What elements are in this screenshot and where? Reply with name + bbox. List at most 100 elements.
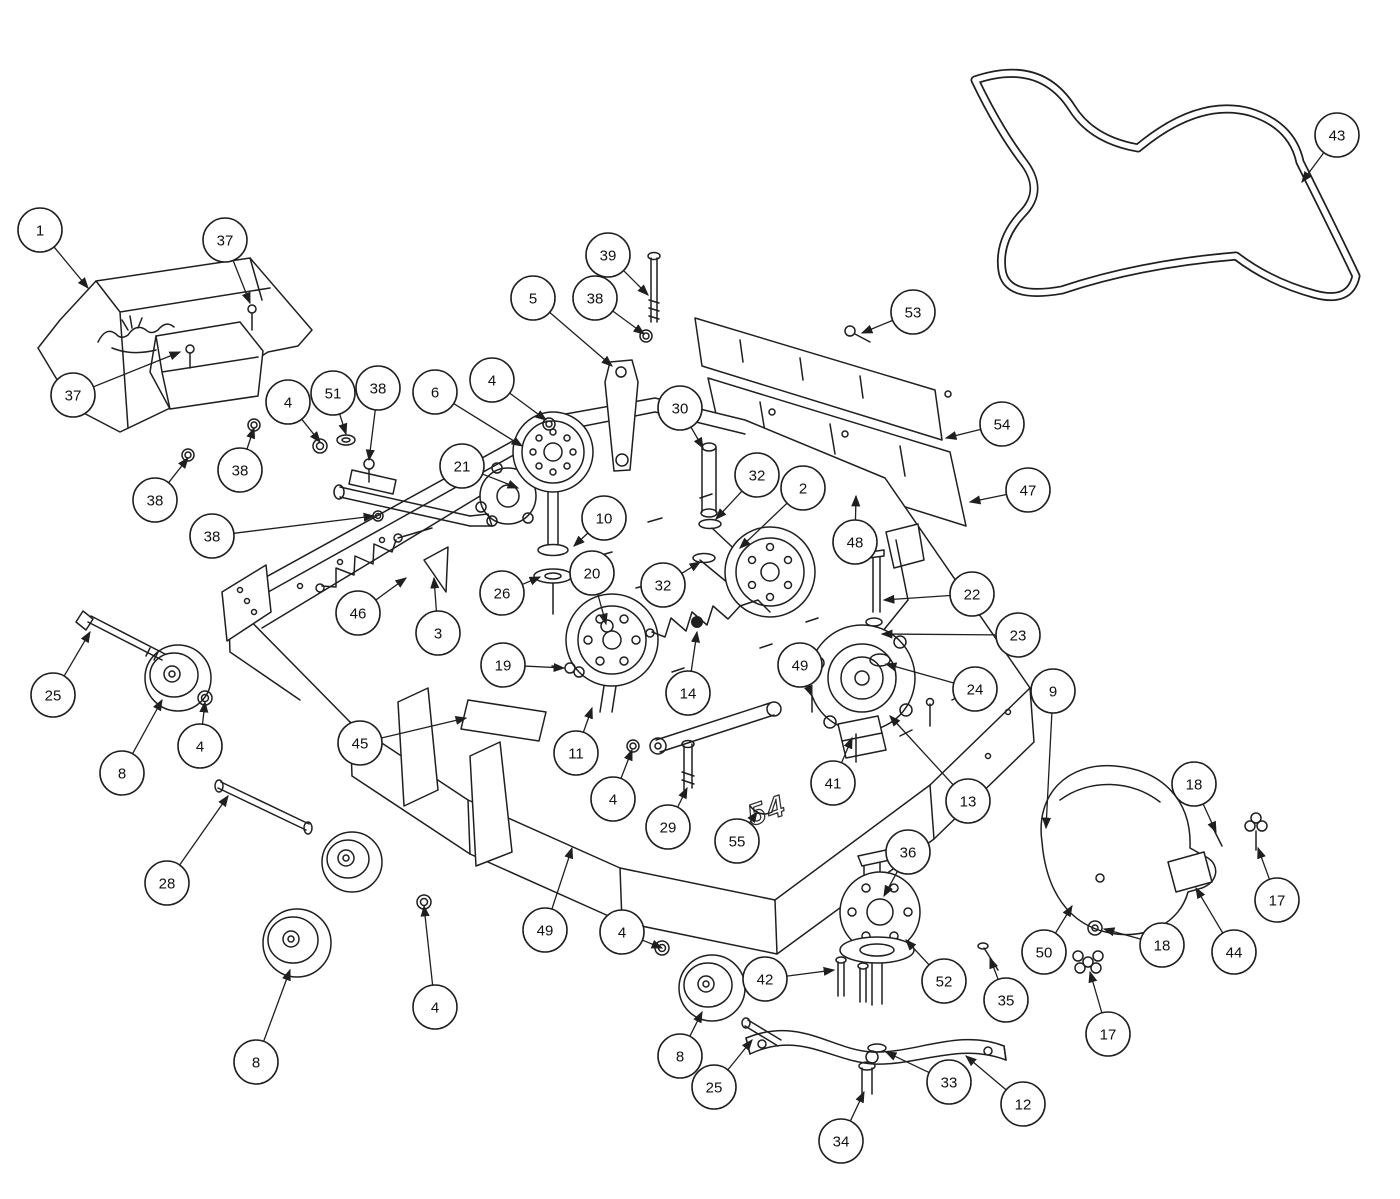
hanger-idler-arm [604,251,661,472]
callout-42: 42 [742,956,836,1002]
bolt-35 [977,942,999,971]
gauge-wheel-3 [262,908,332,978]
callout-25: 25 [691,1038,753,1110]
callout-leader [1054,904,1073,934]
callout-number: 1 [36,223,44,240]
callout-balloon [599,909,645,955]
callout-number: 29 [660,820,677,837]
callout-leader [989,956,999,980]
brand-logo-icon [97,315,175,354]
callout-number: 4 [284,395,292,412]
callout-number: 8 [118,766,126,783]
callout-balloon [742,956,788,1002]
callout-balloon [1211,929,1257,975]
screw-53 [844,325,871,343]
callout-leader [93,351,182,388]
callout-number: 8 [676,1049,684,1066]
callout-number: 19 [495,658,512,675]
callout-number: 30 [672,401,689,418]
callout-number: 37 [217,233,234,250]
callout-32: 32 [640,561,702,608]
callout-leader [860,319,893,334]
callout-leader [851,494,861,521]
callout-balloon [657,1033,703,1079]
left-linkage-assembly [312,434,498,593]
callout-balloon [1314,112,1360,158]
callout-number: 47 [1020,483,1037,500]
callout-number: 35 [998,993,1015,1010]
callout-19: 19 [480,642,566,688]
callout-balloon [995,612,1041,658]
callout-balloon [1005,467,1051,513]
callout-number: 55 [729,834,746,851]
callout-leader [597,594,608,626]
callout-6: 6 [412,369,524,447]
callout-5: 5 [510,275,613,367]
callout-number: 44 [1226,945,1243,962]
callout-leader [715,490,743,520]
callout-12: 12 [965,1055,1046,1127]
callout-leader [727,1038,753,1071]
callout-balloon [645,804,691,850]
callout-number: 9 [1049,684,1057,701]
callout-number: 21 [454,459,471,476]
callout-number: 17 [1100,1027,1117,1044]
callout-balloon [217,447,263,493]
callout-balloon [1139,922,1185,968]
callout-balloon [1085,1011,1131,1057]
callout-balloon [777,642,823,688]
callout-54: 54 [944,401,1025,447]
callout-38: 38 [355,365,401,462]
callout-8: 8 [99,698,163,796]
callout-leader [482,473,520,489]
callout-leader [690,630,700,672]
callout-balloon [355,365,401,411]
rear-baffle-plates [694,317,967,527]
callout-balloon [412,984,458,1030]
callout-number: 20 [584,566,601,583]
callout-number: 43 [1329,128,1346,145]
callout-balloon [640,562,686,608]
washer-18-bottom [1087,920,1103,936]
callout-number: 32 [749,468,766,485]
callout-balloon [657,385,703,431]
callout-10: 10 [573,495,627,547]
lower-idler-arm [626,701,782,815]
callout-balloon [132,477,178,523]
callout-leader [642,939,664,949]
axle-bolt-25 [75,610,166,661]
callout-balloon [581,495,627,541]
callout-number: 13 [960,794,977,811]
callout-balloon [734,452,780,498]
callout-balloon [1030,668,1076,714]
left-spindle-assembly [475,411,594,615]
callout-leader [1041,712,1053,830]
callout-number: 34 [833,1134,850,1151]
callout-number: 33 [941,1075,958,1092]
callout-leader [1202,803,1217,834]
callout-balloon [665,670,711,716]
callout-leader [573,532,589,547]
callout-leader [884,662,954,684]
callout-number: 8 [252,1055,260,1072]
bottom-spindle-assembly [835,849,999,1006]
callout-leader [1088,970,1103,1014]
callout-number: 3 [434,626,442,643]
callout-leader [549,311,613,367]
callout-leader [689,1010,703,1037]
callout-balloon [265,379,311,425]
callout-balloon [949,571,995,617]
callout-13: 13 [889,715,991,824]
callout-number: 39 [600,248,617,265]
callout-4: 4 [177,700,223,769]
callout-leader [179,794,229,866]
callout-28: 28 [144,794,229,906]
callout-balloon [1021,929,1067,975]
callout-number: 38 [587,291,604,308]
callout-leader [747,810,758,824]
callout-20: 20 [569,550,615,626]
callout-8: 8 [233,968,291,1085]
callout-balloon [979,401,1025,447]
